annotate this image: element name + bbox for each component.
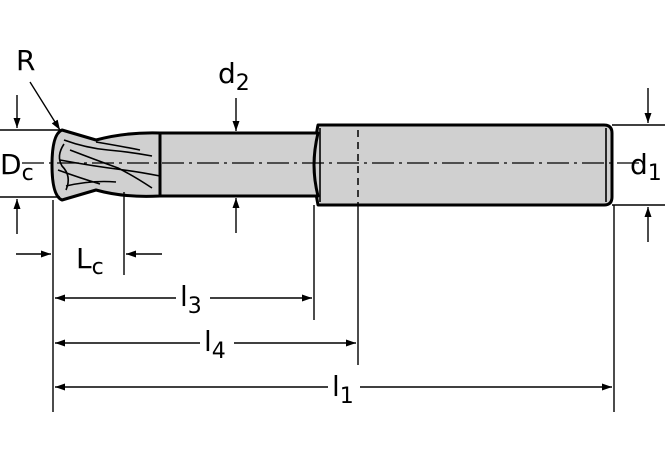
r-leader-arrow <box>29 81 61 131</box>
neck <box>158 131 320 198</box>
label-l4: l4 <box>204 325 226 364</box>
flute-curl <box>58 143 70 191</box>
label-d1: d1 <box>630 148 662 186</box>
dimension-labels: R d2 Dc d1 Lc l3 l4 l1 <box>0 44 662 409</box>
label-l1: l1 <box>332 370 354 409</box>
label-dc: Dc <box>0 148 34 186</box>
label-r: R <box>16 44 35 77</box>
label-d2: d2 <box>218 57 250 96</box>
label-l3: l3 <box>180 280 202 319</box>
flute-lines <box>57 139 161 189</box>
extension-lines <box>0 124 665 412</box>
label-lc: Lc <box>76 242 104 280</box>
tool-body <box>50 123 614 207</box>
cutting-head <box>50 128 162 202</box>
